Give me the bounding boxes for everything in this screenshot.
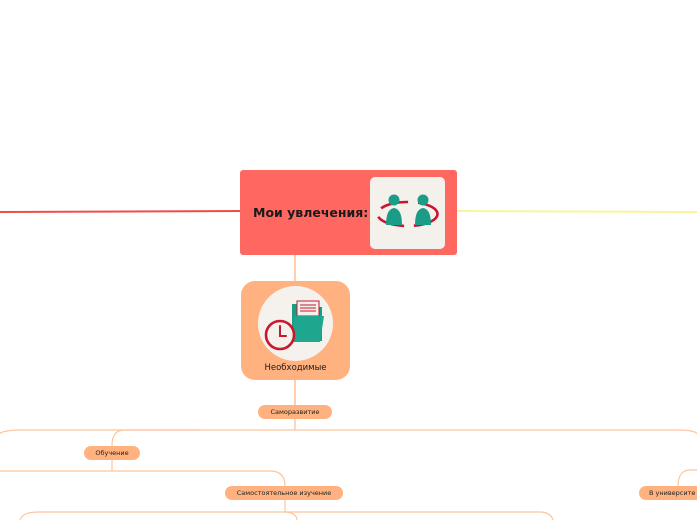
education-bracket [0,470,286,487]
education-connector [111,429,200,447]
self-study-bracket [19,511,554,520]
main-topic-node[interactable]: Необходимые [241,281,350,380]
subtopic-education[interactable]: Обучение [84,446,140,460]
subtopic-at-university[interactable]: В университе [639,486,697,500]
folder-clock-icon [264,300,324,351]
people-connection-icon [376,194,439,228]
self-development-bracket-left [0,429,295,435]
central-topic-icon-box [370,177,445,249]
subtopic-self-development[interactable]: Саморазвитие [258,405,332,419]
left-branch-line [0,210,241,213]
self-study-inner-branch [284,511,298,520]
right-branch-line [456,210,697,213]
main-topic-label: Необходимые [264,363,327,373]
self-development-bracket-right [295,429,697,435]
central-topic-node[interactable]: Мои увлечения: [240,170,457,255]
main-topic-icon-circle [258,286,333,361]
subtopic-self-study[interactable]: Самостоятельное изучение [225,486,343,500]
university-connector [677,469,697,487]
central-topic-title: Мои увлечения: [253,205,369,220]
